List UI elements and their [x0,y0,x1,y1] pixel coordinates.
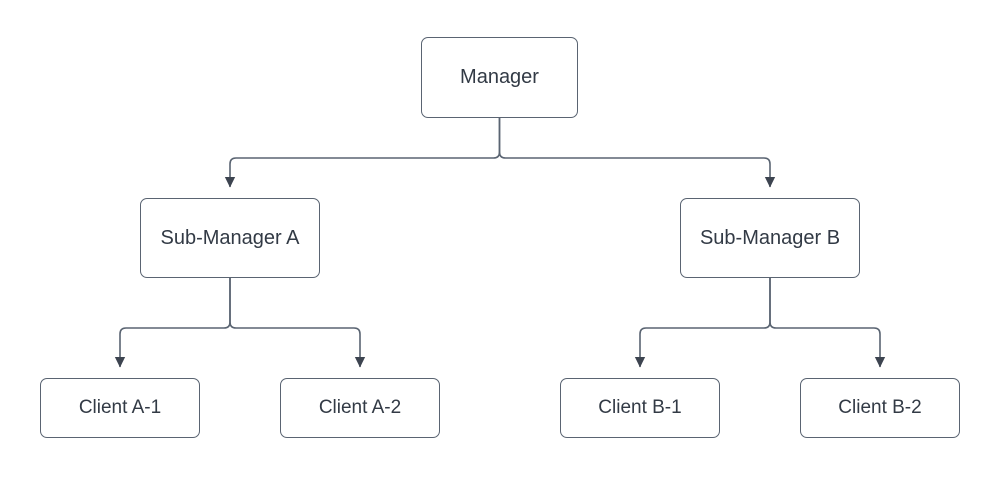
node-client-a-2[interactable]: Client A-2 [280,378,440,438]
node-client-a-1-label: Client A-1 [78,397,162,419]
e-manager-sub_b [498,118,776,188]
node-sub-manager-a[interactable]: Sub-Manager A [140,198,320,278]
node-sub-manager-b-label: Sub-Manager B [699,226,841,249]
node-sub-manager-a-label: Sub-Manager A [160,226,300,249]
e-sub_b-client_b1 [634,278,771,368]
node-client-b-2[interactable]: Client B-2 [800,378,960,438]
node-manager-label: Manager [460,66,539,88]
e-sub_a-client_a1 [114,278,231,368]
node-sub-manager-b[interactable]: Sub-Manager B [680,198,860,278]
node-client-b-2-label: Client B-2 [838,397,922,419]
node-client-a-2-label: Client A-2 [318,397,402,419]
e-sub_b-client_b2 [769,278,886,368]
node-client-a-1[interactable]: Client A-1 [40,378,200,438]
node-client-b-1-label: Client B-1 [598,397,682,419]
e-sub_a-client_a2 [229,278,366,368]
node-manager[interactable]: Manager [421,37,578,118]
node-client-b-1[interactable]: Client B-1 [560,378,720,438]
e-manager-sub_a [224,118,501,188]
